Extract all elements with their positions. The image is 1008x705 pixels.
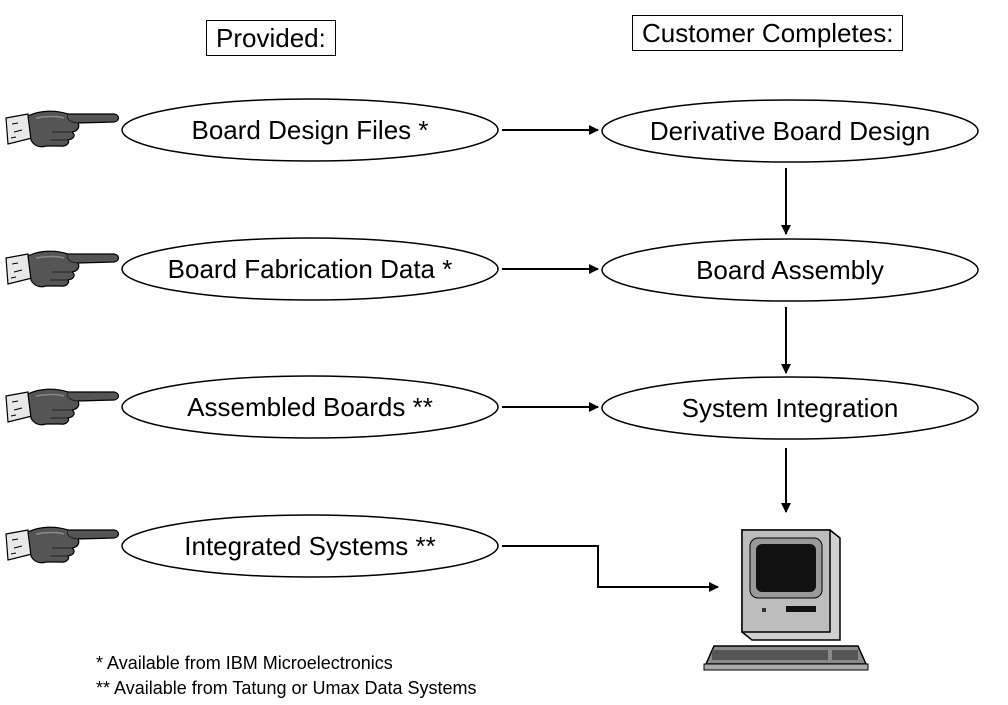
- customer-completes-header: Customer Completes:: [632, 15, 904, 51]
- provided-item-integrated-systems: Integrated Systems **: [121, 514, 499, 578]
- provided-item-assembled-boards: Assembled Boards **: [121, 375, 499, 439]
- arrow-integrated-to-computer: [502, 545, 719, 592]
- pointing-hand-icon: [5, 110, 120, 148]
- step-board-assembly: Board Assembly: [601, 238, 979, 302]
- provided-header: Provided:: [206, 20, 336, 56]
- svg-text:Assembled Boards **: Assembled Boards **: [187, 392, 433, 422]
- pointing-hand-icon: [5, 388, 120, 426]
- provided-item-board-design-files: Board Design Files *: [121, 98, 499, 162]
- desktop-computer-icon: [703, 529, 869, 671]
- svg-text:Board Assembly: Board Assembly: [696, 255, 884, 285]
- svg-text:System Integration: System Integration: [682, 393, 899, 423]
- svg-text:Board Fabrication Data *: Board Fabrication Data *: [168, 254, 453, 284]
- pointing-hand-icon: [5, 250, 120, 288]
- svg-text:Derivative Board Design: Derivative Board Design: [650, 116, 930, 146]
- footnote-double-asterisk: ** Available from Tatung or Umax Data Sy…: [96, 678, 477, 698]
- step-derivative-board-design: Derivative Board Design: [601, 99, 979, 163]
- footnote-single-asterisk: * Available from IBM Microelectronics: [96, 653, 393, 673]
- step-system-integration: System Integration: [601, 376, 979, 440]
- pointing-hand-icon: [5, 526, 120, 564]
- svg-text:Integrated Systems **: Integrated Systems **: [184, 531, 435, 561]
- svg-text:Board Design Files *: Board Design Files *: [192, 115, 429, 145]
- provided-item-board-fabrication-data: Board Fabrication Data *: [121, 237, 499, 301]
